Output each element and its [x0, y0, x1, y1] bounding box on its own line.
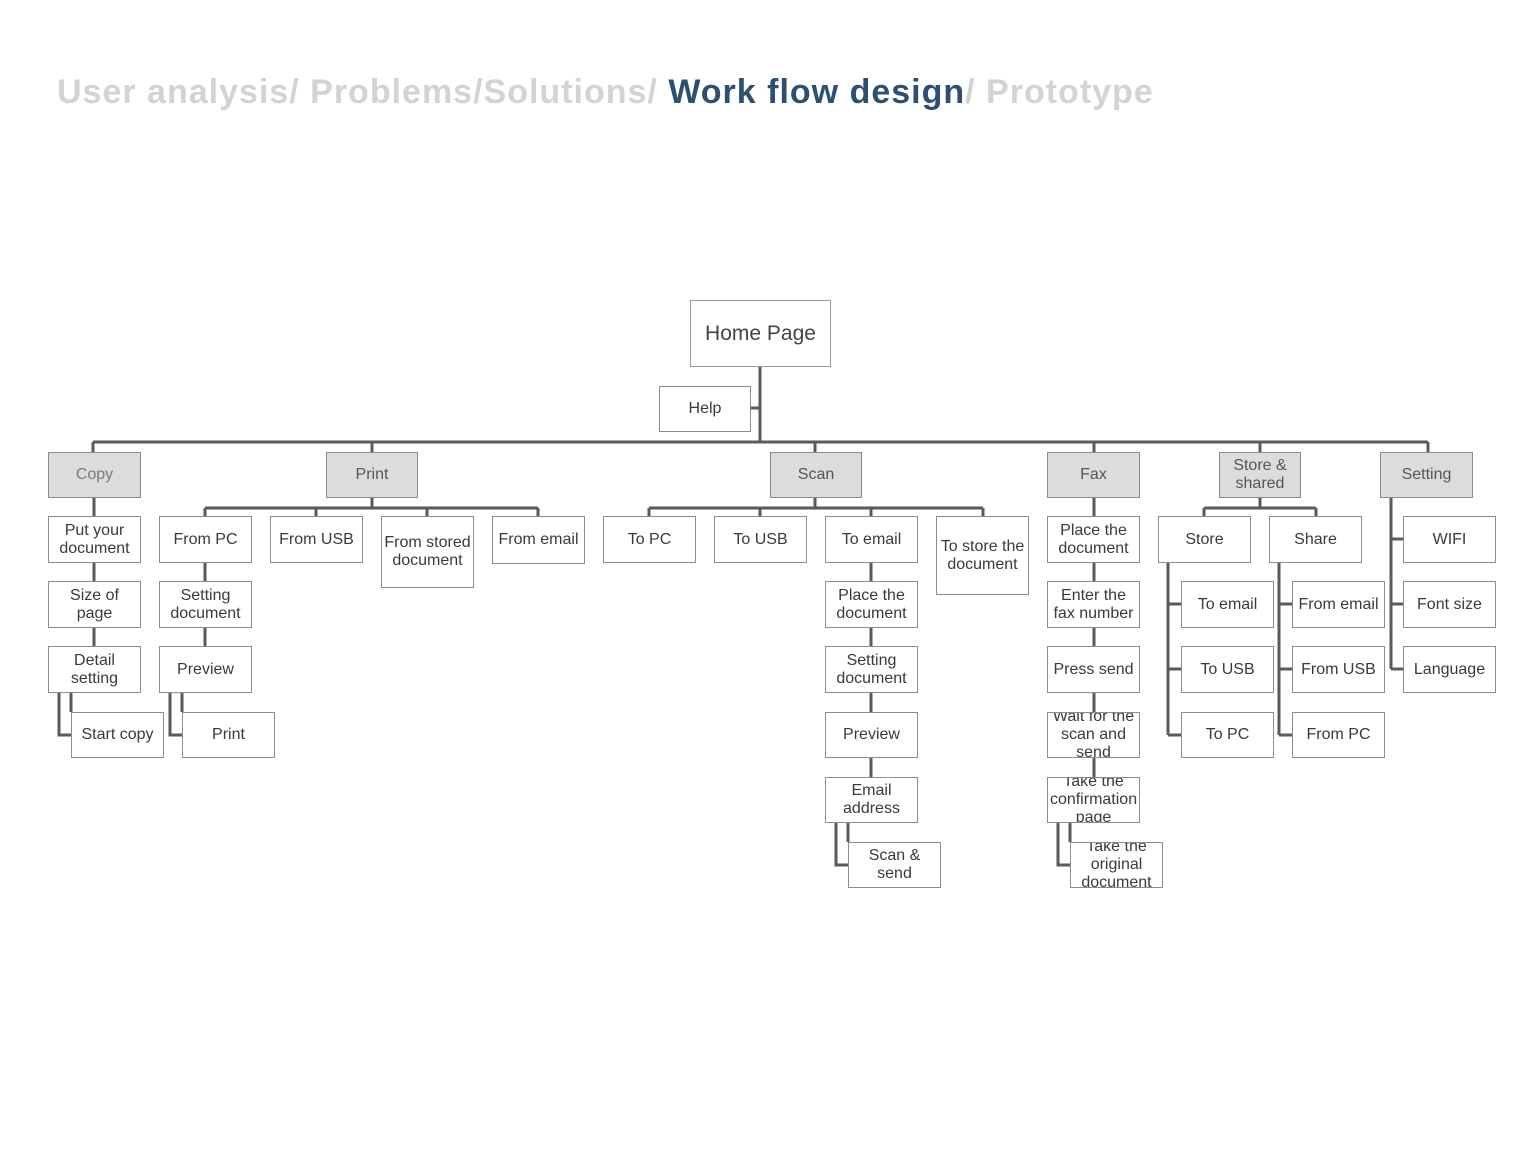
- connector: [1277, 562, 1292, 737]
- connector: [1056, 822, 1072, 867]
- connector: [1166, 562, 1181, 737]
- scan-step-place-document: Place the document: [825, 581, 918, 628]
- fax-step-wait-scan-send: Wait for the scan and send: [1047, 712, 1140, 758]
- header-segment-prototype: / Prototype: [965, 73, 1154, 111]
- header-segment-work-flow-design: Work flow design: [668, 73, 966, 111]
- help-node: Help: [659, 386, 751, 432]
- store-option-share: Share: [1269, 516, 1362, 563]
- print-step-print: Print: [182, 712, 275, 758]
- connector: [168, 692, 184, 737]
- setting-item-wifi: WIFI: [1403, 516, 1496, 563]
- page-header: User analysis/ Problems/Solutions/ Work …: [57, 72, 1154, 112]
- scan-step-email-address: Email address: [825, 777, 918, 823]
- store-item-to-pc: To PC: [1181, 712, 1274, 758]
- copy-step-size-of-page: Size of page: [48, 581, 141, 628]
- print-option-from-usb: From USB: [270, 516, 363, 563]
- home-page-node: Home Page: [690, 300, 831, 367]
- copy-step-start-copy: Start copy: [71, 712, 164, 758]
- category-setting: Setting: [1380, 452, 1473, 498]
- scan-step-setting-document: Setting document: [825, 646, 918, 693]
- share-item-from-email: From email: [1292, 581, 1385, 628]
- print-option-from-pc: From PC: [159, 516, 252, 563]
- connector: [1389, 497, 1403, 671]
- category-copy: Copy: [48, 452, 141, 498]
- copy-step-detail-setting: Detail setting: [48, 646, 141, 693]
- scan-step-scan-and-send: Scan & send: [848, 842, 941, 888]
- print-option-from-email: From email: [492, 516, 585, 564]
- fax-step-place-document: Place the document: [1047, 516, 1140, 563]
- fax-step-press-send: Press send: [1047, 646, 1140, 693]
- fax-step-take-original-document: Take the original document: [1070, 842, 1163, 888]
- setting-item-font-size: Font size: [1403, 581, 1496, 628]
- setting-item-language: Language: [1403, 646, 1496, 693]
- scan-option-to-store-document: To store the document: [936, 516, 1029, 595]
- print-step-preview: Preview: [159, 646, 252, 693]
- connector: [647, 497, 985, 516]
- fax-step-take-confirmation-page: Take the confirmation page: [1047, 777, 1140, 823]
- print-option-from-stored-document: From stored document: [381, 516, 474, 588]
- share-item-from-usb: From USB: [1292, 646, 1385, 693]
- connector: [91, 442, 1430, 452]
- category-store-shared: Store & shared: [1219, 452, 1301, 498]
- copy-step-put-document: Put your document: [48, 516, 141, 563]
- connector: [834, 822, 850, 867]
- header-segment-user-analysis: User analysis/ Problems/Solutions/: [57, 73, 669, 111]
- category-scan: Scan: [770, 452, 862, 498]
- fax-step-enter-fax-number: Enter the fax number: [1047, 581, 1140, 628]
- category-print: Print: [326, 452, 418, 498]
- print-step-setting-document: Setting document: [159, 581, 252, 628]
- scan-option-to-pc: To PC: [603, 516, 696, 563]
- category-fax: Fax: [1047, 452, 1140, 498]
- scan-option-to-usb: To USB: [714, 516, 807, 563]
- scan-step-preview: Preview: [825, 712, 918, 758]
- scan-option-to-email: To email: [825, 516, 918, 563]
- store-item-to-email: To email: [1181, 581, 1274, 628]
- share-item-from-pc: From PC: [1292, 712, 1385, 758]
- connector: [203, 497, 540, 516]
- store-item-to-usb: To USB: [1181, 646, 1274, 693]
- connector: [1202, 497, 1318, 516]
- connector: [57, 692, 73, 737]
- store-option-store: Store: [1158, 516, 1251, 563]
